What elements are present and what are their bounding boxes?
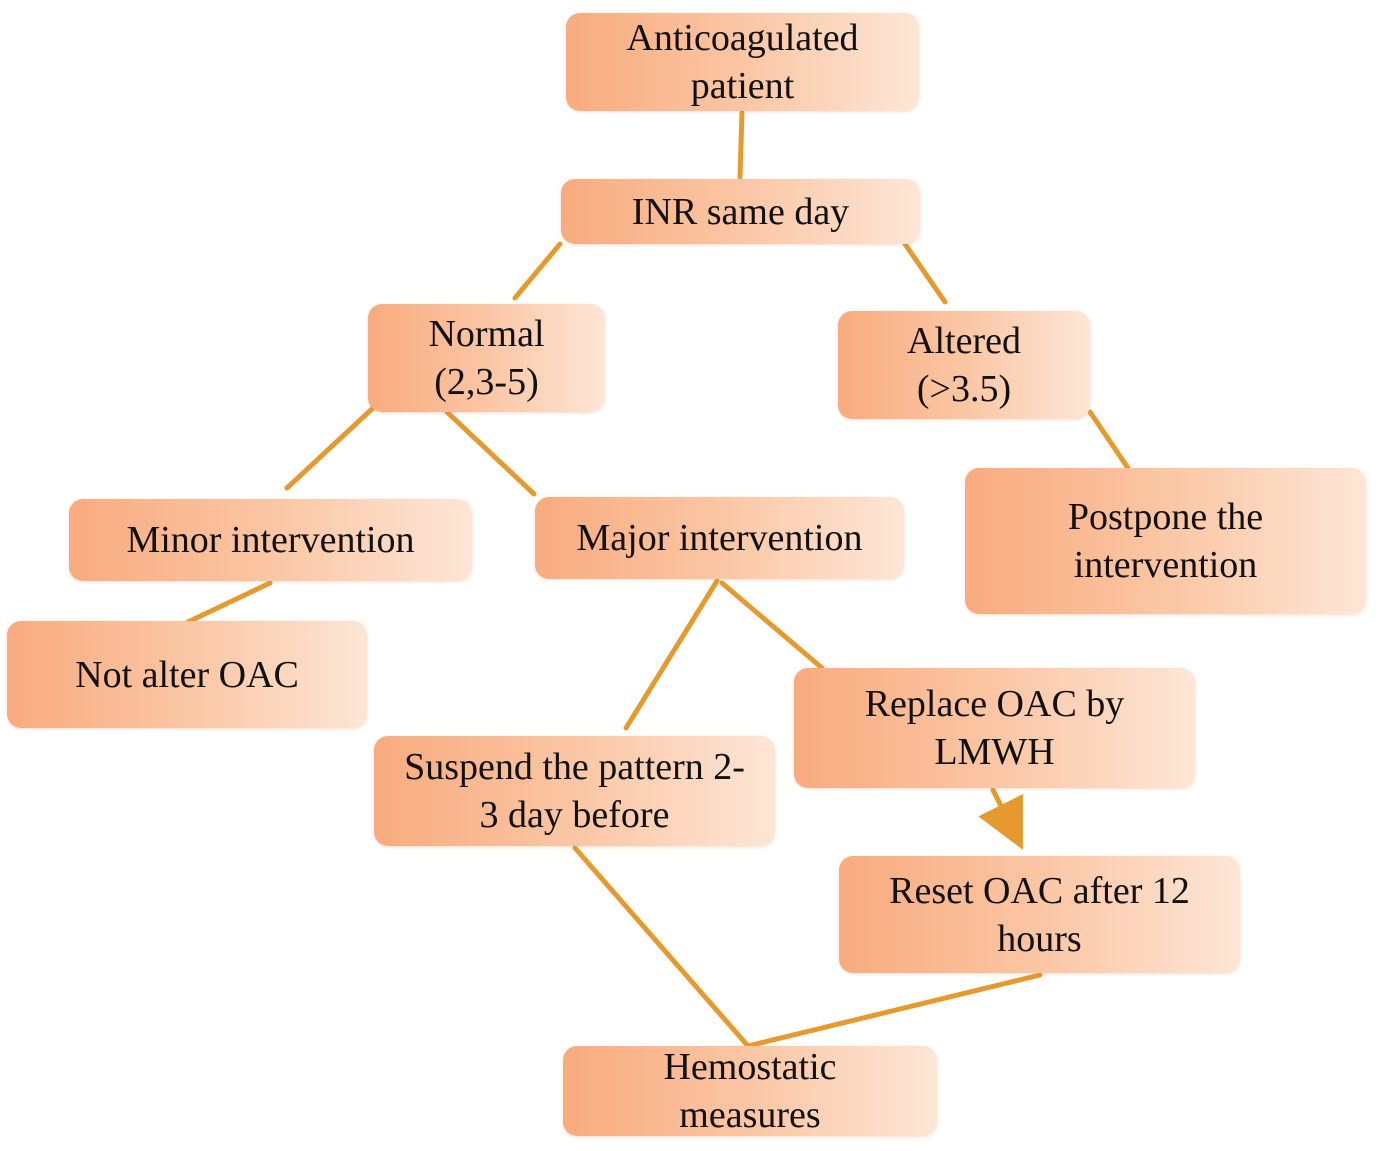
connector-normal-to-minor [284, 405, 376, 491]
node-inr-same-day-label: INR same day [631, 190, 850, 233]
connector-replace-to-reset-arrow [978, 787, 1023, 850]
connector-inr-to-altered [902, 241, 948, 305]
node-suspend-pattern-label: Suspend the pattern 2-3 day before [404, 746, 745, 836]
node-reset-oac: Reset OAC after 12 hours [839, 856, 1240, 973]
node-replace-oac-label: Replace OAC by LMWH [864, 683, 1125, 773]
node-normal-label: Normal (2,3-5) [428, 313, 545, 403]
node-anticoagulated-patient: Anticoagulated patient [566, 13, 919, 111]
node-normal: Normal (2,3-5) [368, 304, 605, 412]
connector-minor-to-not-alter [185, 580, 273, 625]
node-replace-oac: Replace OAC by LMWH [794, 668, 1195, 788]
node-suspend-pattern: Suspend the pattern 2-3 day before [374, 736, 775, 846]
node-hemostatic-measures: Hemostatic measures [563, 1046, 937, 1136]
connector-inr-to-normal [512, 241, 563, 301]
node-minor-intervention-label: Minor intervention [126, 519, 415, 561]
node-not-alter-oac-label: Not alter OAC [75, 653, 299, 696]
node-major-intervention-label: Major intervention [576, 517, 863, 559]
node-postpone-intervention-label: Postpone the intervention [1067, 496, 1264, 586]
connector-normal-to-major [444, 409, 537, 497]
connector-altered-to-postpone [1087, 409, 1131, 471]
node-altered-label: Altered (>3.5) [907, 320, 1021, 410]
node-inr-same-day: INR same day [561, 179, 920, 244]
node-major-intervention: Major intervention [535, 497, 904, 579]
connector-patient-to-inr [737, 110, 745, 180]
node-minor-intervention: Minor intervention [69, 499, 472, 581]
connector-major-to-replace [719, 580, 825, 671]
connector-major-to-suspend [623, 578, 720, 731]
node-hemostatic-measures-label: Hemostatic measures [663, 1046, 837, 1136]
node-not-alter-oac: Not alter OAC [7, 621, 367, 728]
node-postpone-intervention: Postpone the intervention [965, 468, 1366, 614]
node-altered: Altered (>3.5) [838, 311, 1090, 419]
node-reset-oac-label: Reset OAC after 12 hours [889, 869, 1190, 960]
node-anticoagulated-patient-label: Anticoagulated patient [626, 17, 859, 107]
